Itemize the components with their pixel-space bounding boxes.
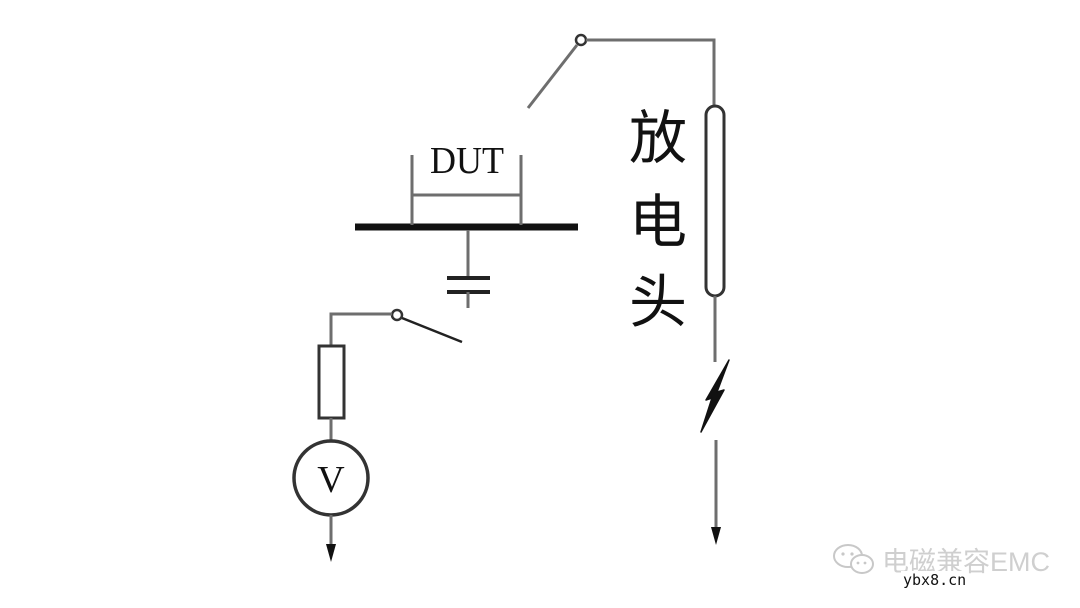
top-switch [526,33,716,109]
bottom-switch [329,308,463,346]
resistor-icon [317,344,346,420]
watermark-site: ybx8.cn [901,571,969,589]
spark-icon [700,359,730,433]
tip-ground-arrow [711,440,721,545]
label-char-3: 头 [629,268,687,336]
voltmeter-ground-arrow [326,515,336,562]
label-char-1: 放 [629,104,687,172]
voltmeter-label: V [317,459,345,501]
dut-label: DUT [430,140,504,182]
discharge-tip-label: 放 电 头 [629,104,687,336]
wechat-icon [833,543,874,574]
discharge-tip [704,104,726,298]
capacitor-icon [447,230,490,308]
dut-box [410,155,523,225]
label-char-2: 电 [629,188,687,256]
